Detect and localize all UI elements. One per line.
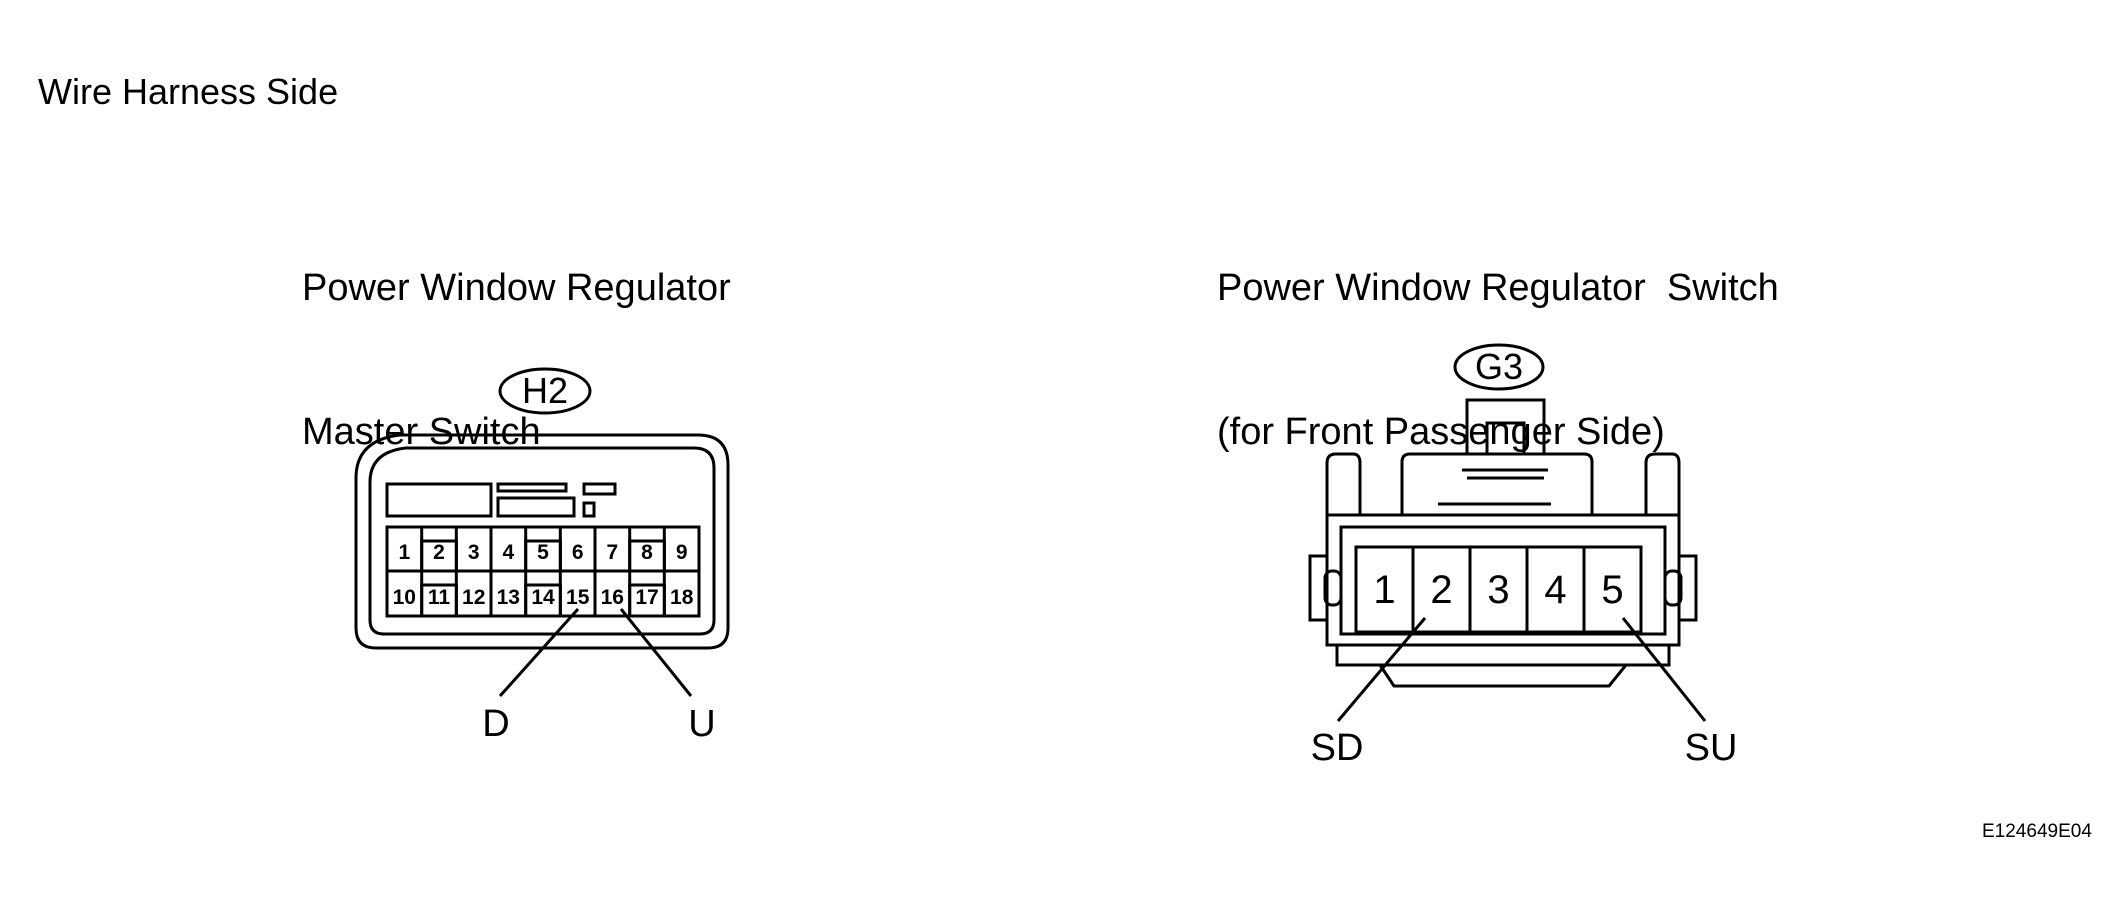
connector-g3-bottom-skirt [1335,645,1671,667]
g3-pin-cavity [1582,545,1643,634]
connector-id-g3: G3 [1475,346,1523,387]
callout-line-su [1621,617,1707,722]
callout-line-d [498,607,580,698]
g3-pin-label: 2 [1430,568,1452,612]
callout-label-su: SU [1685,727,1738,769]
master-switch-title: Power Window Regulator Master Switch [302,168,731,504]
passenger-title-line2: (for Front Passenger Side) [1217,411,1665,453]
h2-pin-label: 13 [497,586,520,609]
callout-label-u: U [688,703,715,745]
connector-h2-inner-outline [368,446,716,636]
connector-h2-latch-slot [496,482,568,493]
h2-pin-label: 17 [635,586,658,609]
h2-pin-label: 5 [537,541,549,564]
h2-pin-label: 18 [670,586,694,609]
g3-pin-label: 5 [1601,568,1623,612]
connector-h2-latch-slot [496,496,576,518]
master-title-line2: Master Switch [302,411,541,453]
connector-h2-key [582,501,596,518]
callout-label-d: D [482,703,509,745]
h2-pin-label: 9 [676,541,688,564]
connector-g3-side-lug-right [1663,569,1683,607]
g3-pin-label: 3 [1487,568,1509,612]
h2-pin-label: 11 [428,586,451,609]
connector-g3-post-left [1325,452,1362,515]
connector-h2-latch-slot [385,482,493,518]
h2-pin-label: 6 [572,541,584,564]
h2-pin-label: 7 [606,541,618,564]
g3-pin-label: 1 [1373,568,1395,612]
connector-g3-side-lug-left [1323,569,1343,607]
h2-pin-label: 10 [393,586,416,609]
callout-label-sd: SD [1311,727,1364,769]
h2-pin-label: 12 [462,586,485,609]
passenger-switch-title: Power Window Regulator Switch (for Front… [1217,168,1779,504]
connector-g3-lock-tab-inner [1485,421,1526,454]
h2-pin-cavity [662,569,701,618]
connector-id-h2-oval [498,367,592,415]
connector-g3-bottom-rib [1378,664,1628,688]
callout-line-sd [1336,617,1427,722]
connector-g3-lock-tab [1465,398,1546,454]
connector-id-h2: H2 [522,370,568,411]
h2-pin-label: 16 [601,586,624,609]
h2-pin-label: 1 [398,541,410,564]
h2-pin-label: 3 [468,541,480,564]
figure-code: E124649E04 [1982,821,2092,842]
h2-pin-label: 15 [566,586,590,609]
page-heading: Wire Harness Side [38,71,339,112]
h2-pin-label: 8 [641,541,653,564]
connector-g3-side-ear-right [1679,554,1698,622]
master-title-line1: Power Window Regulator [302,267,731,309]
connector-g3-hood [1400,452,1594,515]
g3-pin-label: 4 [1544,568,1566,612]
passenger-title-line1: Power Window Regulator Switch [1217,267,1779,309]
connector-g3-post-right [1644,452,1681,515]
h2-pin-label: 14 [531,586,555,609]
connector-id-g3-oval [1453,343,1545,391]
connector-h2-key [582,482,617,496]
connector-g3-side-ear-left [1308,554,1327,622]
h2-pin-label: 4 [502,541,514,564]
h2-pin-label: 2 [433,541,445,564]
callout-line-u [619,608,693,697]
